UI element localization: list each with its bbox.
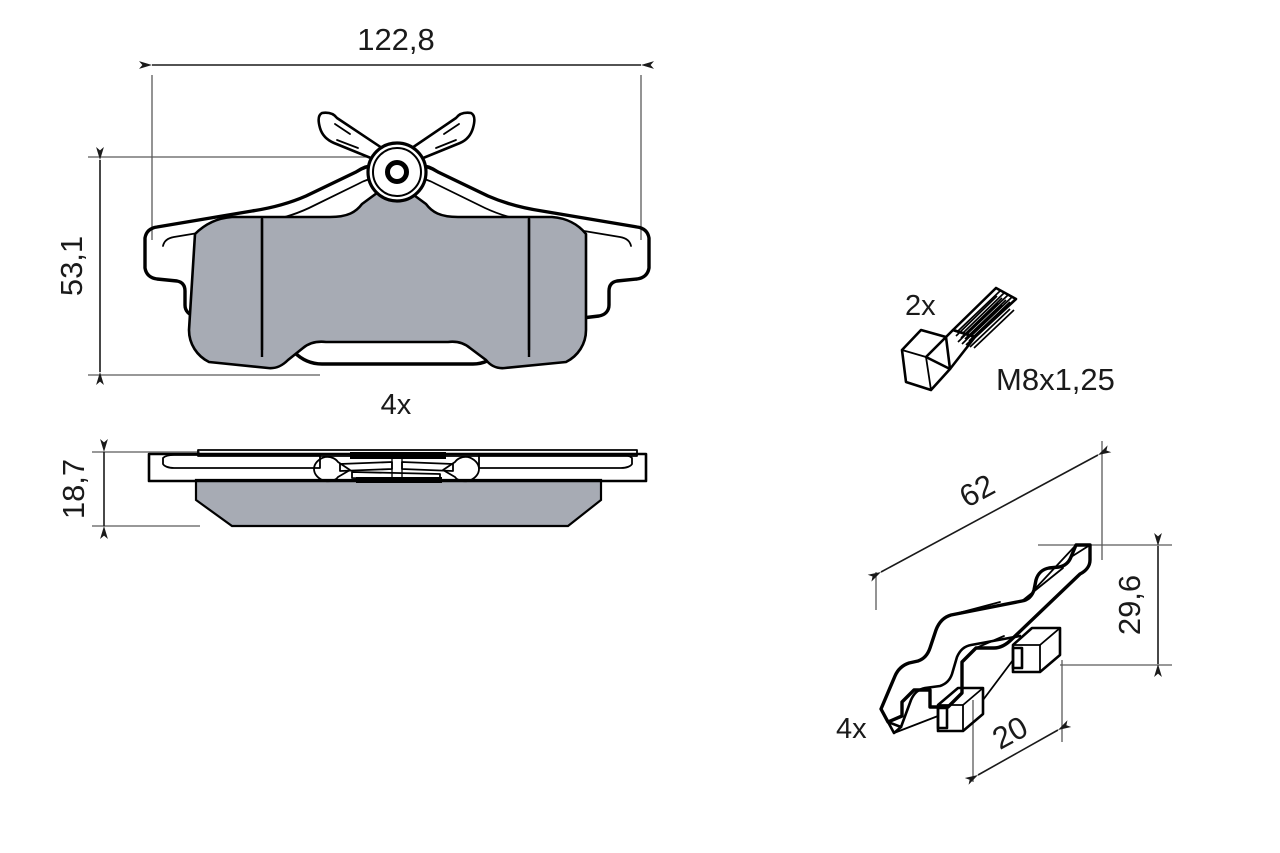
dimension-label-height: 53,1: [54, 236, 89, 296]
clip-assembly-side: [313, 452, 480, 483]
friction-material: [187, 184, 588, 370]
dimension-label-clip-length: 62: [953, 467, 1000, 514]
dimension-clip-height-29-6: 29,6: [1038, 533, 1172, 677]
retaining-clip-illustration: 62 29,6 20 4x: [836, 441, 1172, 785]
brake-pad-front-view: [143, 111, 651, 370]
dimension-thickness-18-7: 18,7: [56, 439, 200, 539]
bolt-thread-spec-label: M8x1,25: [996, 362, 1115, 397]
spring-clip-wings: [317, 111, 476, 167]
brake-pad-side-view: [147, 449, 648, 528]
dimension-label-thickness: 18,7: [56, 459, 91, 519]
dimension-label-clip-depth: 20: [986, 709, 1033, 756]
quantity-label-bolts: 2x: [905, 290, 936, 322]
dimension-clip-depth-20: 20: [964, 660, 1072, 785]
dimension-label-width: 122,8: [357, 22, 435, 57]
dimension-width-122-8: 122,8: [139, 22, 654, 240]
dimension-height-53-1: 53,1: [54, 147, 370, 385]
hex-bolt-illustration: 2x M8x1,25: [900, 286, 1115, 397]
quantity-label-pads: 4x: [381, 389, 412, 421]
pivot-boss: [366, 141, 428, 203]
dimension-label-clip-height: 29,6: [1112, 575, 1147, 635]
thread-hatching: [955, 290, 1015, 349]
quantity-label-clips: 4x: [836, 713, 867, 745]
friction-block-side: [194, 478, 603, 528]
